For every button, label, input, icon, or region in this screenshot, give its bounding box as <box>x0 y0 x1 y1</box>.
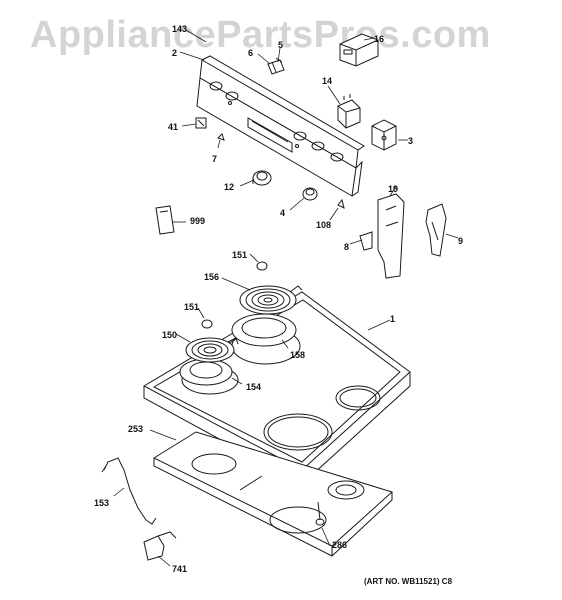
callout-154: 154 <box>246 382 262 392</box>
callout-108: 108 <box>316 220 332 230</box>
callout-2: 2 <box>172 48 178 58</box>
bracket-41-part <box>195 117 207 129</box>
callout-6: 6 <box>248 48 254 58</box>
drip-pan-158-part <box>231 313 297 347</box>
leader-lines <box>113 29 459 567</box>
callout-41: 41 <box>168 122 179 132</box>
callout-253: 253 <box>128 424 144 434</box>
callout-8: 8 <box>344 242 350 252</box>
callout-19: 19 <box>388 184 399 194</box>
surface-element-150-part <box>185 337 239 363</box>
callout-158: 158 <box>290 350 306 360</box>
switch-part <box>337 94 361 129</box>
wire-harness-153-part <box>101 457 157 525</box>
callout-156: 156 <box>204 272 220 282</box>
terminal-block-741-part <box>143 531 177 561</box>
callout-153: 153 <box>94 498 110 508</box>
callout-286: 286 <box>332 540 348 550</box>
screw-108-part <box>337 198 345 209</box>
callout-16: 16 <box>374 34 385 44</box>
screw-7-part <box>217 133 225 141</box>
control-panel-backsplash <box>196 55 365 197</box>
art-number: (ART NO. WB11521) C8 <box>364 577 453 586</box>
clock-timer-part <box>339 33 379 67</box>
infinite-switch-part <box>371 119 397 151</box>
callout-741: 741 <box>172 564 188 574</box>
callout-150: 150 <box>162 330 178 340</box>
instruction-card-part <box>155 205 175 235</box>
callout-12: 12 <box>224 182 235 192</box>
callout-7: 7 <box>212 154 218 164</box>
screw-286-part <box>315 501 325 526</box>
knob-4-part <box>302 187 318 201</box>
end-cap-9-part <box>425 203 447 257</box>
callout-5: 5 <box>278 40 284 50</box>
burner-box-253-part <box>152 431 393 557</box>
side-bracket-19-part <box>377 193 405 279</box>
callout-3: 3 <box>408 136 414 146</box>
callout-151-upper: 151 <box>232 250 248 260</box>
callout-14: 14 <box>322 76 333 86</box>
callout-999: 999 <box>190 216 206 226</box>
knob-12-part <box>252 170 272 186</box>
callout-143: 143 <box>172 24 188 34</box>
bracket-8-part <box>359 231 373 251</box>
receptacle-151b-part <box>201 319 213 329</box>
callout-1: 1 <box>390 314 396 324</box>
callout-9: 9 <box>458 236 464 246</box>
surface-element-156-part <box>239 285 303 315</box>
drip-pan-154-part <box>179 358 233 386</box>
callout-151-lower: 151 <box>184 302 200 312</box>
receptacle-151a-part <box>256 261 268 271</box>
callout-4: 4 <box>280 208 286 218</box>
clip-part <box>267 57 285 75</box>
